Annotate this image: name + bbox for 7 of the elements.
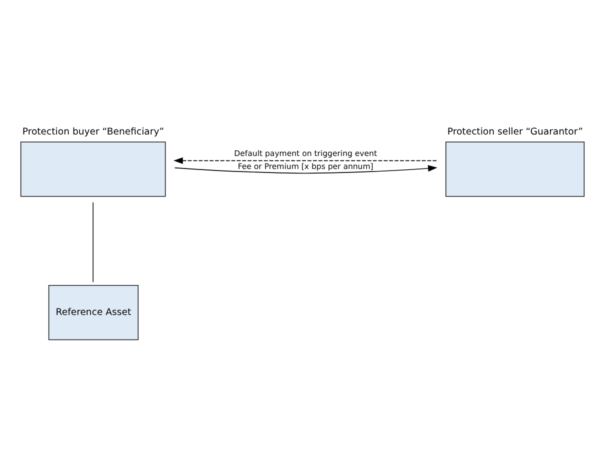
connector: [92, 202, 94, 283]
arrow: [174, 157, 437, 164]
edge-label: Fee or Premium [x bps per annum]: [238, 162, 374, 172]
edge-label: Default payment on triggering event: [234, 149, 378, 158]
node-label: Protection buyer “Beneficiary”: [22, 126, 164, 138]
arrow: [174, 165, 438, 174]
node-label: Protection seller “Guarantor”: [447, 126, 583, 138]
